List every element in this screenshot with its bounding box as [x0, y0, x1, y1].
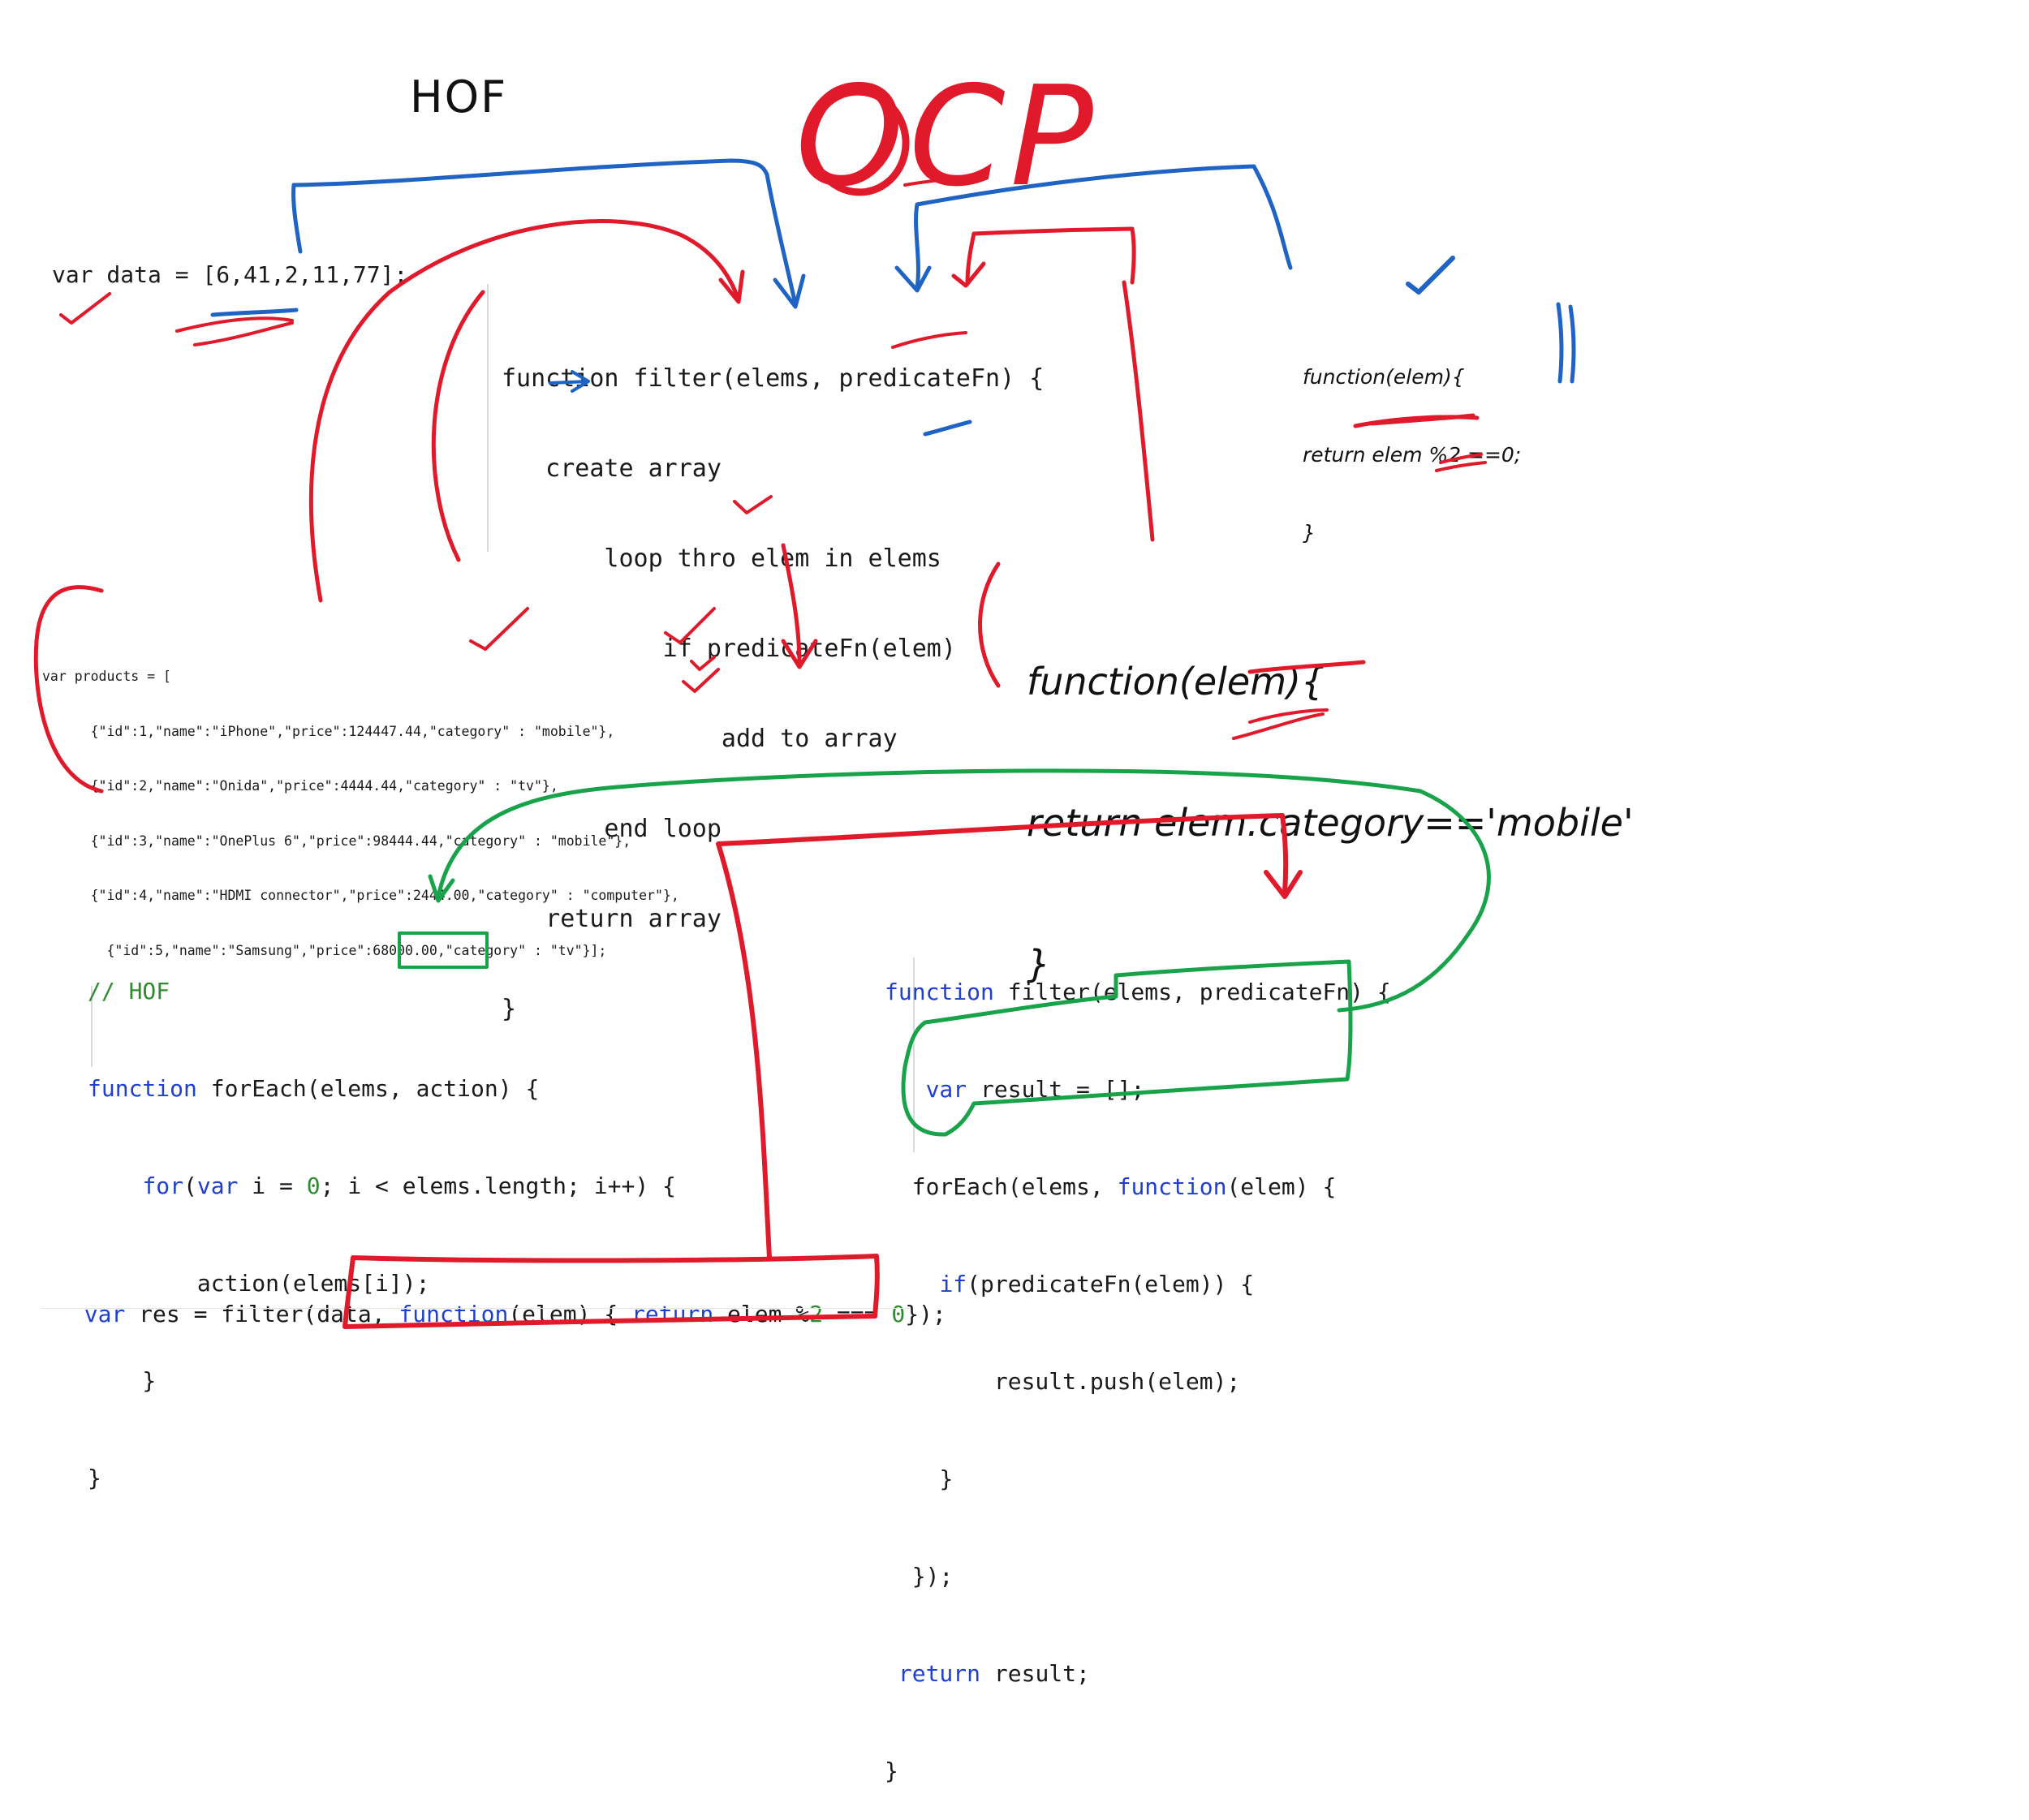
- blue-arrowhead: [773, 273, 806, 309]
- keyword: var: [925, 1076, 967, 1103]
- red-underline-even: [1353, 413, 1480, 428]
- products-line: {"id":4,"name":"HDMI connector","price":…: [42, 888, 679, 903]
- keyword: function: [1117, 1173, 1227, 1200]
- code-text: result;: [980, 1660, 1090, 1687]
- keyword: return: [631, 1301, 714, 1327]
- red-underline-mobile: [1247, 660, 1366, 674]
- red-arrow-filter-down: [781, 543, 802, 666]
- annotation-ink-layer: [33, 88, 1576, 1329]
- code-text: res = filter(data,: [125, 1301, 399, 1327]
- blue-arrow-data-to-filter: [291, 158, 798, 307]
- pseudo-line: end loop: [502, 815, 722, 843]
- blue-arrow-fn-to-filter: [914, 164, 1293, 290]
- blue-loop-arrow: [549, 370, 590, 393]
- products-array: var products = [ {"id":1,"name":"iPhone"…: [42, 631, 679, 979]
- red-arrowhead: [951, 261, 986, 288]
- red-underline-mobile-2: [1232, 708, 1329, 740]
- blue-bracket-right: [1556, 302, 1576, 384]
- red-arrow-mobile-to-filter: [965, 226, 1155, 542]
- keyword: function: [885, 979, 994, 1005]
- code-text: }: [88, 1465, 101, 1491]
- hof-comment: // HOF: [88, 978, 170, 1005]
- blue-check-mark: [1406, 256, 1455, 295]
- green-box-callback: [901, 959, 1353, 1137]
- keyword: var: [84, 1301, 126, 1327]
- code-text: elem %: [713, 1301, 810, 1327]
- green-arrow-to-action: [436, 768, 1491, 1013]
- red-check-mark: [59, 292, 111, 325]
- code-text: (elem) {: [1226, 1173, 1337, 1200]
- red-arrowhead: [1264, 870, 1303, 899]
- even-fn-line: function(elem){: [1303, 365, 1465, 389]
- red-arc-left: [431, 290, 485, 562]
- keyword: if: [939, 1271, 967, 1297]
- ocp-o-ink: [808, 88, 910, 196]
- code-text: action(elems[i]);: [88, 1270, 430, 1297]
- red-check-mark: [733, 495, 773, 514]
- even-fn-line: }: [1303, 521, 1316, 544]
- pseudo-line: add to array: [502, 725, 898, 753]
- code-text: result.push(elem);: [993, 1368, 1241, 1395]
- products-line: {"id":3,"name":"OnePlus 6","price":98444…: [42, 833, 631, 849]
- red-check-mark: [682, 668, 720, 693]
- code-text: i =: [238, 1172, 307, 1199]
- red-bracket-mobile: [978, 561, 1001, 688]
- blue-underline-predicate: [923, 420, 972, 437]
- number: 0: [891, 1301, 906, 1327]
- code-text: (: [183, 1172, 197, 1199]
- code-text: (predicateFn(elem)) {: [967, 1271, 1255, 1297]
- keyword: return: [898, 1660, 981, 1687]
- red-box-callback: [342, 1254, 880, 1329]
- blue-arrowhead: [894, 265, 932, 293]
- code-text: });: [911, 1563, 954, 1590]
- code-text: }: [885, 1758, 898, 1784]
- data-array-line: var data = [6,41,2,11,77];: [52, 261, 408, 288]
- keyword: function: [88, 1075, 197, 1102]
- mobile-fn-line: }: [1027, 942, 1051, 986]
- red-check-mark: [469, 607, 529, 651]
- code-text: }: [88, 1367, 157, 1394]
- red-arrow-products-to-filter: [308, 219, 741, 603]
- number: 0: [306, 1172, 321, 1199]
- pseudo-line: function filter(elems, predicateFn) {: [502, 364, 1045, 393]
- products-line: {"id":1,"name":"iPhone","price":124447.4…: [42, 723, 615, 739]
- red-arrowhead: [781, 639, 818, 669]
- pseudo-filter-code: function filter(elems, predicateFn) { cr…: [502, 303, 1044, 1054]
- green-arrowhead: [428, 874, 455, 903]
- ocp-underline-ink: [903, 175, 971, 187]
- pseudo-line: return array: [502, 905, 722, 933]
- red-underline-predicate: [891, 331, 967, 349]
- red-check-mark: [690, 656, 716, 671]
- red-check-mark: [664, 607, 716, 644]
- red-arrowhead: [718, 269, 745, 304]
- products-line: var products = [: [42, 669, 171, 684]
- keyword: for: [142, 1172, 184, 1199]
- pseudo-line: }: [502, 995, 517, 1023]
- red-underline-even-2: [1435, 453, 1487, 472]
- code-text: }: [939, 1465, 954, 1492]
- code-text: filter(elems, predicateFn) {: [993, 979, 1391, 1005]
- red-bracket-products: [33, 585, 104, 794]
- mobile-fn-line: return elem.category=='mobile': [1027, 801, 1634, 845]
- red-underline-data: [175, 316, 294, 346]
- red-route-to-filter: [716, 813, 1289, 1260]
- code-text: });: [905, 1301, 946, 1327]
- keyword: var: [196, 1172, 239, 1199]
- pseudo-line: loop thro elem in elems: [502, 544, 941, 573]
- code-text: ; i < elems.length; i++) {: [320, 1172, 676, 1199]
- pseudo-line: create array: [502, 454, 722, 483]
- blue-underline-data: [210, 308, 299, 317]
- even-check-fn: function(elem){ return elem %2 ==0; }: [1303, 312, 1521, 572]
- green-box-action: [398, 932, 489, 969]
- pseudo-line: if predicateFn(elem): [502, 635, 956, 663]
- number: 2: [809, 1301, 824, 1327]
- mobile-category-fn: function(elem){ return elem.category=='m…: [1027, 564, 1634, 1035]
- code-text: forEach(elems,: [911, 1173, 1118, 1200]
- products-line: {"id":5,"name":"Samsung","price":68000.0…: [42, 942, 607, 958]
- code-text: forEach(elems, action) {: [196, 1075, 540, 1102]
- products-line: {"id":2,"name":"Onida","price":4444.44,"…: [42, 778, 558, 794]
- hof-title: HOF: [410, 71, 508, 123]
